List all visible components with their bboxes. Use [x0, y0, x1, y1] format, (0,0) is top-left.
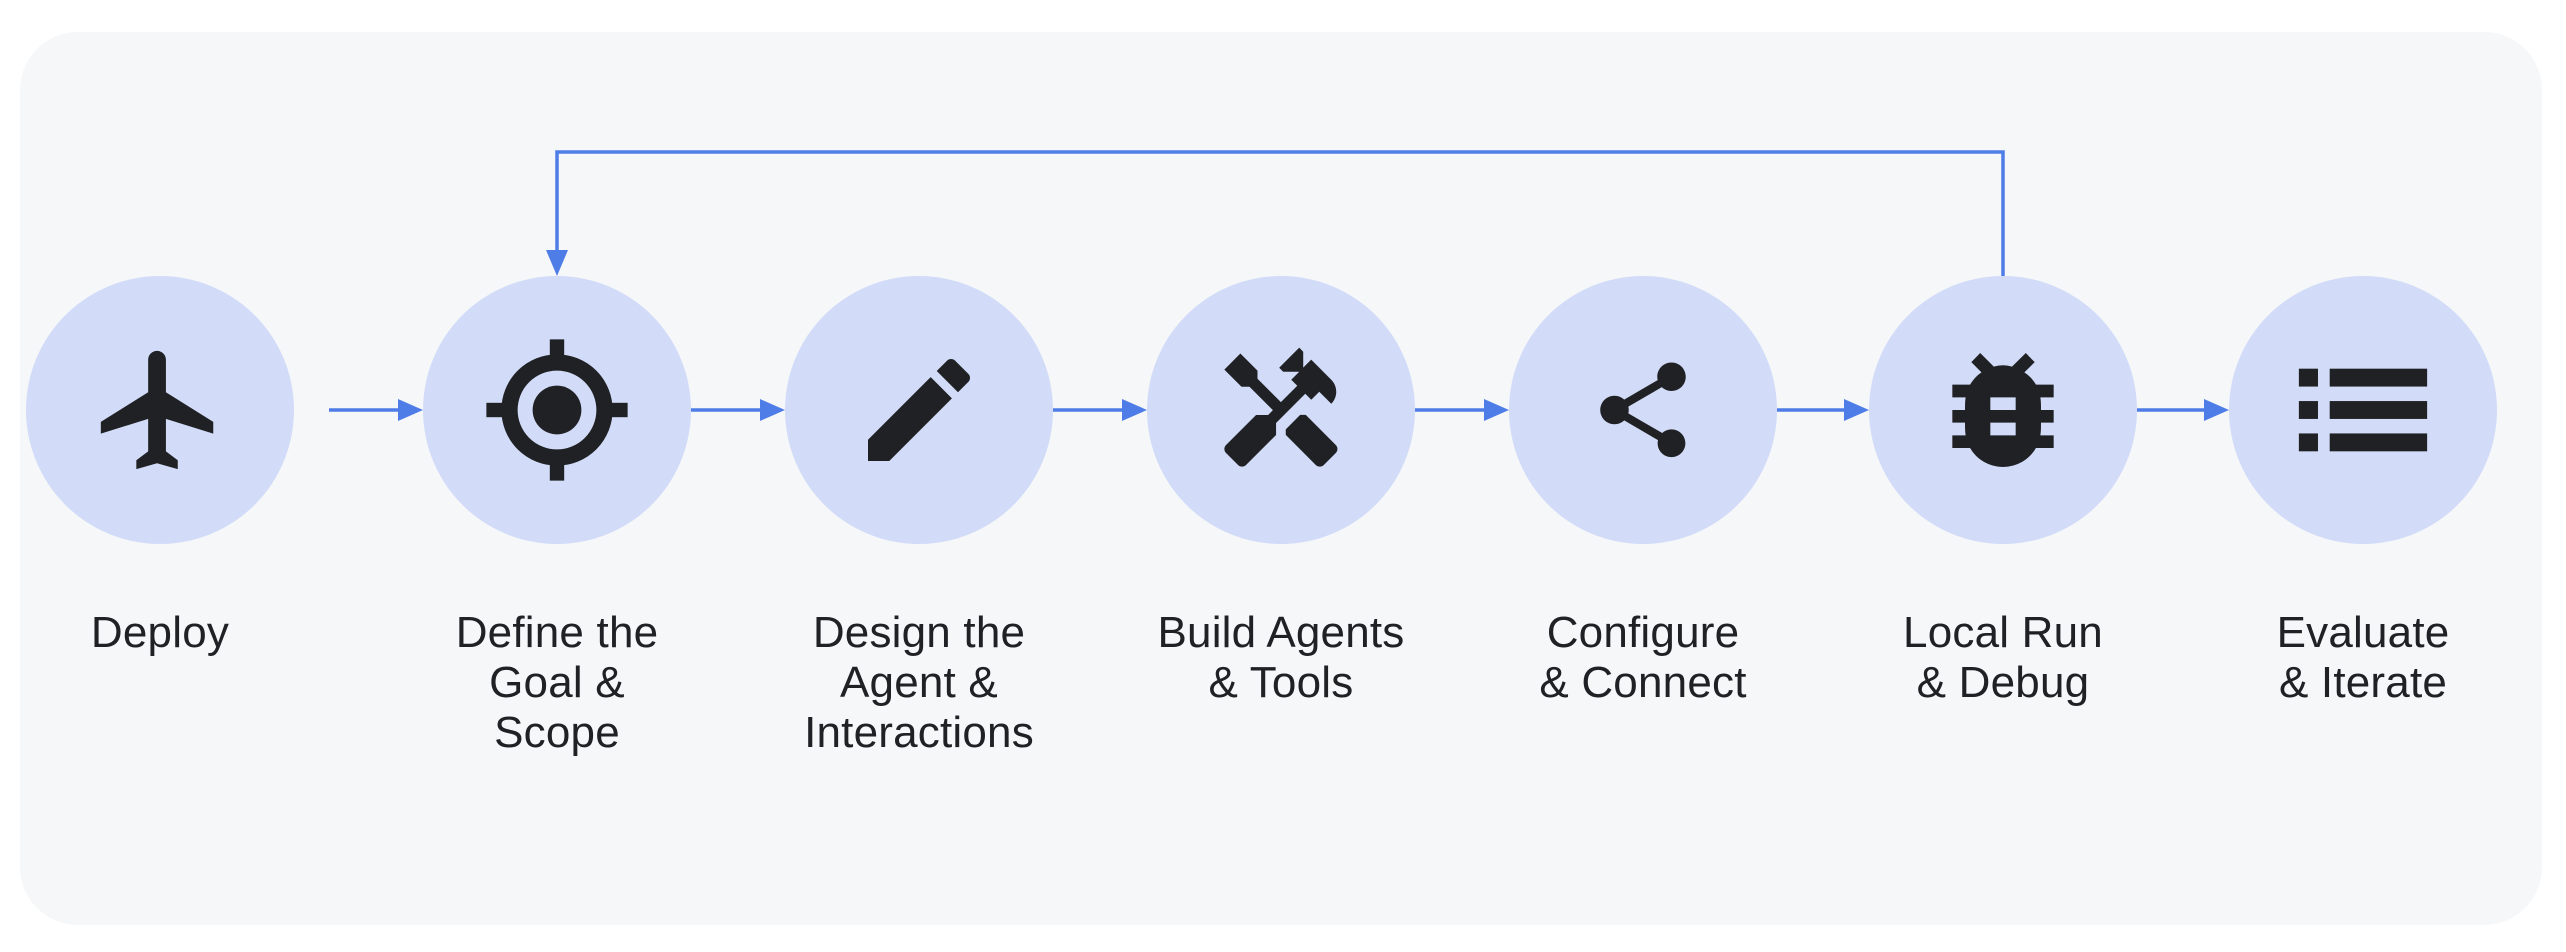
step-label-line: & Iterate [2278, 658, 2448, 707]
step-configure-connect: Configure & Connect [1483, 276, 1803, 708]
step-label-line: Agent & [840, 658, 998, 707]
step-label-line: & Connect [1539, 658, 1747, 707]
step-circle [2229, 276, 2497, 544]
step-label-line: Define the [455, 608, 659, 657]
step-deploy: Deploy [0, 276, 320, 658]
step-label-line: Configure [1546, 608, 1740, 657]
step-local-run-debug: Local Run & Debug [1843, 276, 2163, 708]
step-label-line: & Debug [1916, 658, 2090, 707]
step-label: Configure & Connect [1539, 608, 1746, 708]
step-label-line: Build Agents [1157, 608, 1405, 657]
step-label: Local Run & Debug [1903, 608, 2103, 708]
step-label-line: Scope [494, 708, 620, 757]
bug-icon [1952, 353, 2054, 467]
step-label-line: Evaluate [2276, 608, 2450, 657]
step-label-line: & Tools [1208, 658, 1354, 707]
step-circle [785, 276, 1053, 544]
step-label: Define the Goal & Scope [456, 608, 659, 758]
hammer-wrench-icon [1224, 347, 1338, 467]
step-label-line: Design the [812, 608, 1026, 657]
step-label-line: Local Run [1903, 608, 2103, 657]
step-label: Design the Agent & Interactions [804, 608, 1034, 758]
step-label: Build Agents & Tools [1157, 608, 1404, 708]
airplane-icon [100, 350, 214, 470]
step-label-line: Goal & [489, 658, 625, 707]
step-label-line: Interactions [804, 708, 1034, 757]
pencil-icon [868, 358, 971, 461]
step-label: Evaluate & Iterate [2277, 608, 2450, 708]
step-label-line: Deploy [90, 608, 230, 657]
share-icon [1600, 362, 1686, 458]
step-circle [26, 276, 294, 544]
step-circle [423, 276, 691, 544]
step-label: Deploy [91, 608, 229, 658]
step-circle [1509, 276, 1777, 544]
step-design-agent-interactions: Design the Agent & Interactions [759, 276, 1079, 758]
step-define-goal-scope: Define the Goal & Scope [397, 276, 717, 758]
step-circle [1869, 276, 2137, 544]
step-build-agents-tools: Build Agents & Tools [1121, 276, 1441, 708]
step-circle [1147, 276, 1415, 544]
list-icon [2298, 368, 2428, 452]
step-evaluate-iterate: Evaluate & Iterate [2203, 276, 2523, 708]
target-icon [486, 339, 628, 481]
